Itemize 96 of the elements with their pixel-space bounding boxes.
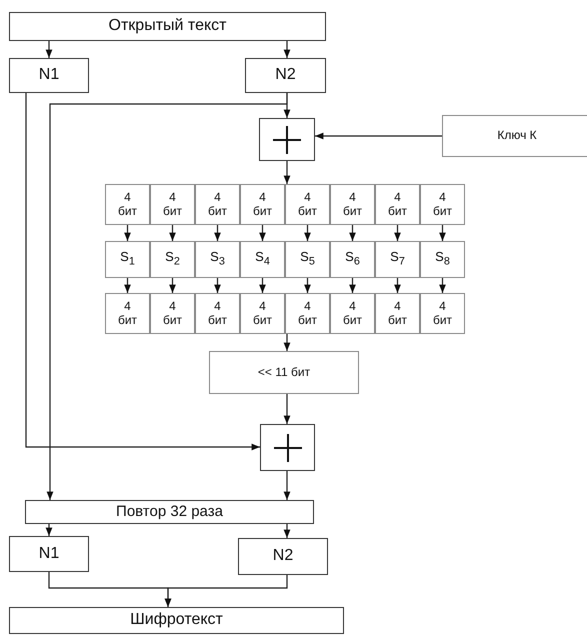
box-label: 4 бит: [298, 190, 318, 218]
s-box: [420, 241, 465, 278]
process-box: [195, 293, 240, 334]
arrow: [284, 334, 290, 351]
process-box: [9, 58, 89, 93]
arrow: [164, 575, 288, 607]
box-label: 4 бит: [162, 190, 182, 218]
process-box: [285, 184, 330, 225]
process-box: [240, 184, 285, 225]
arrow: [315, 132, 442, 140]
box-label: 4 бит: [298, 300, 318, 328]
box-label: 4 бит: [388, 300, 408, 328]
box-label: S$_{1}$: [120, 250, 135, 269]
s-box: [375, 241, 420, 278]
box-label: N1: [38, 66, 60, 85]
box-label: S$_{6}$: [345, 250, 360, 269]
process-box: [375, 184, 420, 225]
process-box: [9, 607, 344, 634]
adder-box: [259, 118, 315, 161]
box-label: S$_{7}$: [390, 250, 405, 269]
box-label: N2: [275, 66, 296, 85]
process-box: [105, 293, 150, 334]
s-box: [285, 241, 330, 278]
box-label: Открытый текст: [108, 17, 226, 36]
process-box: [420, 293, 465, 334]
box-label: 4 бит: [342, 190, 362, 218]
box-label: 4 бит: [162, 300, 182, 328]
box-label: 4 бит: [342, 300, 362, 328]
arrow: [439, 278, 446, 293]
arrow: [394, 278, 401, 293]
box-label: 4 бит: [252, 190, 272, 218]
arrow: [259, 278, 266, 293]
arrow: [259, 225, 266, 241]
arrow: [169, 225, 176, 241]
box-label: << 11 бит: [258, 366, 310, 380]
arrow: [169, 278, 176, 293]
s-box: [150, 241, 195, 278]
process-box: [240, 293, 285, 334]
process-box: [25, 500, 314, 524]
process-box: [330, 184, 375, 225]
box-label: S$_{8}$: [435, 250, 450, 269]
process-box: [375, 293, 420, 334]
box-label: 4 бит: [432, 300, 452, 328]
s-box: [195, 241, 240, 278]
arrow: [214, 278, 221, 293]
arrow: [46, 524, 52, 536]
process-box: [209, 351, 359, 394]
box-label: Шифротекст: [130, 611, 223, 630]
box-label: S$_{4}$: [255, 250, 270, 269]
box-label: S$_{5}$: [300, 250, 315, 269]
box-label: 4 бит: [388, 190, 408, 218]
box-label: Повтор 32 раза: [116, 503, 223, 521]
process-box: [285, 293, 330, 334]
box-label: 4 бит: [118, 300, 138, 328]
process-box: [150, 293, 195, 334]
box-label: S$_{3}$: [210, 250, 225, 269]
arrow: [304, 278, 311, 293]
arrow: [349, 225, 356, 241]
box-label: N1: [38, 544, 60, 564]
process-box: [9, 12, 326, 41]
arrow: [25, 93, 260, 450]
process-box: [9, 536, 89, 572]
arrow: [124, 225, 131, 241]
arrow: [46, 93, 288, 500]
s-box: [330, 241, 375, 278]
arrow: [349, 278, 356, 293]
process-box: [195, 184, 240, 225]
process-box: [420, 184, 465, 225]
process-box: [238, 538, 328, 575]
arrow: [284, 41, 290, 58]
arrow: [46, 41, 52, 58]
box-label: 4 бит: [118, 190, 138, 218]
arrow: [284, 471, 290, 500]
arrow: [304, 225, 311, 241]
box-label: 4 бит: [252, 300, 272, 328]
process-box: [442, 115, 587, 157]
arrow: [124, 278, 131, 293]
box-label: 4 бит: [432, 190, 452, 218]
process-box: [150, 184, 195, 225]
s-box: [105, 241, 150, 278]
arrow: [284, 524, 290, 538]
arrow: [284, 161, 290, 184]
box-label: 4 бит: [208, 300, 228, 328]
arrow: [394, 225, 401, 241]
process-box: [245, 58, 326, 93]
box-label: N2: [272, 547, 294, 566]
box-label: Ключ К: [497, 129, 537, 143]
adder-box: [260, 424, 315, 471]
arrow: [214, 225, 221, 241]
process-box: [105, 184, 150, 225]
process-box: [330, 293, 375, 334]
arrow: [439, 225, 446, 241]
box-label: S$_{2}$: [165, 250, 180, 269]
box-label: 4 бит: [208, 190, 228, 218]
s-box: [240, 241, 285, 278]
arrow: [284, 394, 290, 424]
